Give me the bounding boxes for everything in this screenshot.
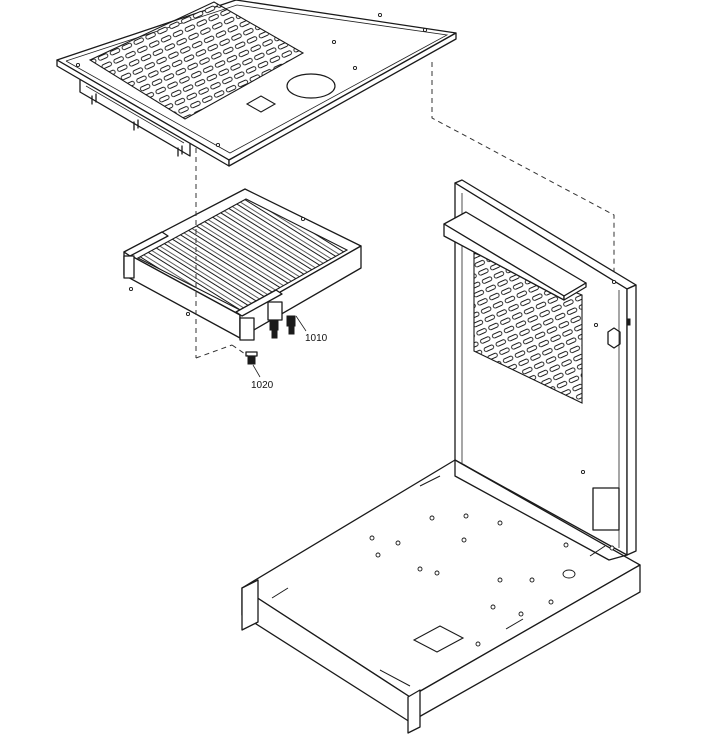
frame-top-crossbar [443, 211, 587, 301]
top-cover-vent-grille [88, 1, 305, 120]
callout-label-1020: 1020 [251, 380, 274, 391]
radiator-assembly [123, 188, 362, 341]
top-cover-fan-opening [286, 73, 336, 99]
hose-fitting-part [245, 351, 258, 365]
assembly-leader-lines [195, 62, 615, 359]
base-access-panel [412, 625, 465, 653]
radiator-hose-fittings [269, 315, 296, 339]
top-cover-square-cutout [245, 95, 277, 113]
cover-mounting-studs [91, 93, 183, 157]
callout-label-1010: 1010 [305, 333, 328, 344]
radiator-fin-core [136, 198, 349, 311]
base-mounting-holes [369, 513, 615, 647]
back-panel-access-cutout [592, 487, 620, 531]
chassis-frame [241, 179, 641, 734]
top-cover-plate [56, 0, 457, 167]
